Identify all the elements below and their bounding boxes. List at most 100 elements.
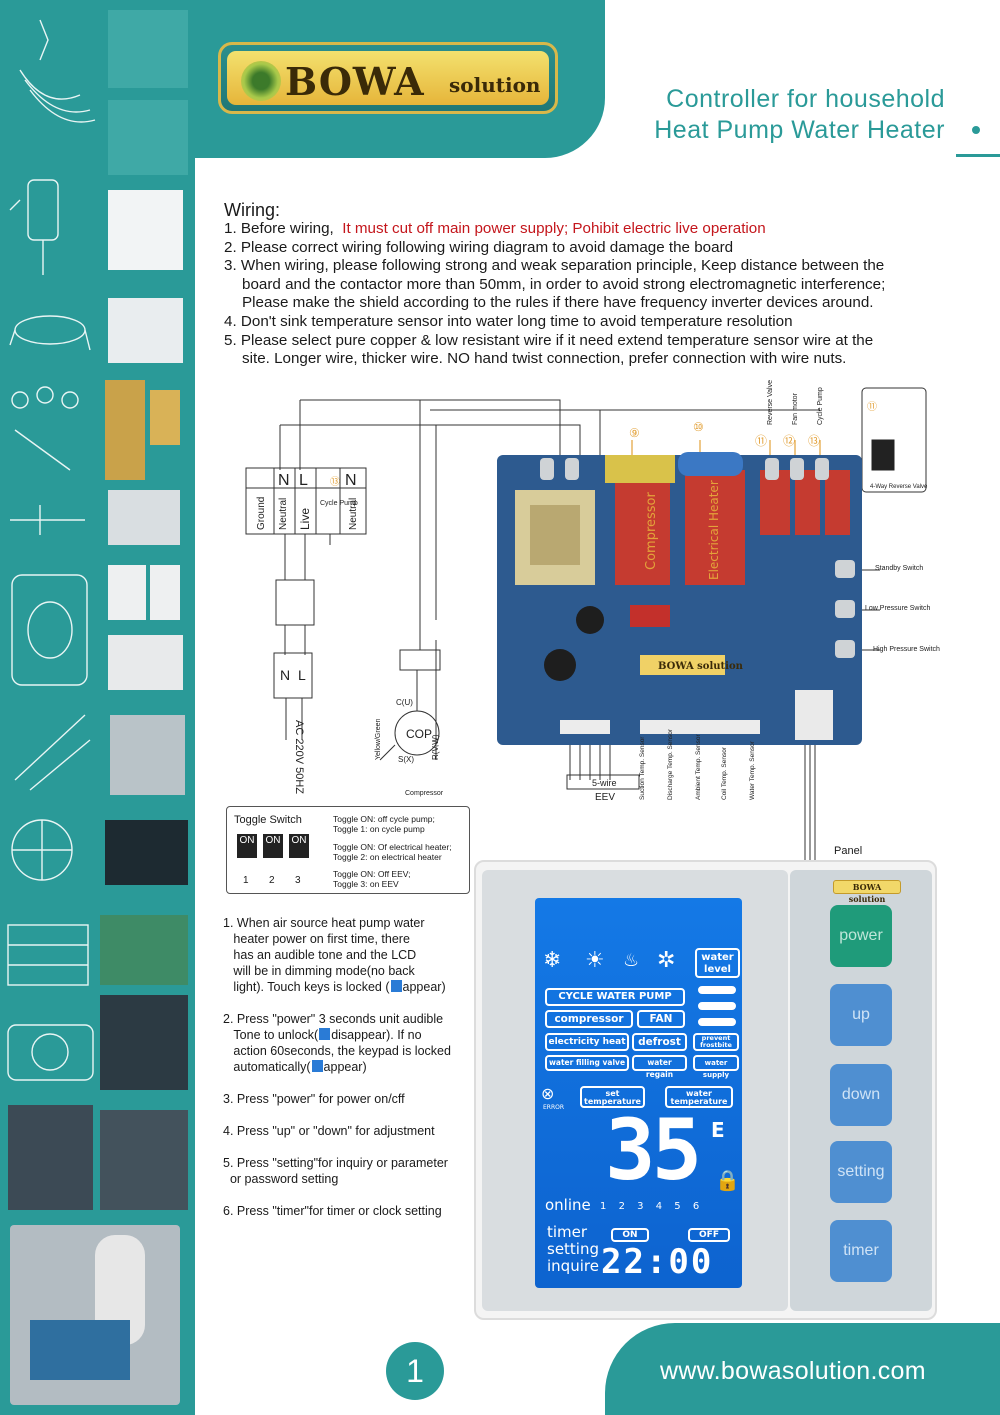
board-logo: BOWA solution bbox=[658, 661, 744, 672]
svg-text:Cycle Pump: Cycle Pump bbox=[817, 387, 824, 425]
sun-icon: ☀ bbox=[585, 948, 605, 973]
snowflake-icon: ❄ bbox=[543, 948, 562, 973]
wiring-item: 2. Please correct wiring following wirin… bbox=[224, 238, 734, 256]
temperature-value: 35 bbox=[605, 1101, 702, 1199]
up-key[interactable]: up bbox=[830, 984, 892, 1046]
svg-text:Neutral: Neutral bbox=[348, 498, 359, 530]
svg-text:⑬: ⑬ bbox=[330, 476, 340, 488]
compressor-indicator: compressor bbox=[545, 1010, 633, 1028]
clock-display: 22:00 bbox=[601, 1242, 714, 1282]
water-filling-valve-indicator: water filling valve bbox=[545, 1055, 629, 1071]
lcd-display: ❄ ☀ ♨ ✲ water level CYCLE WATER PUMP com… bbox=[535, 898, 742, 1288]
error-icon: ⊗ bbox=[541, 1084, 555, 1103]
wiring-item: 5. Please select pure copper & low resis… bbox=[224, 331, 874, 349]
bowa-logo: BOWA solution bbox=[218, 42, 558, 114]
svg-text:⑨: ⑨ bbox=[629, 426, 640, 440]
logo-main-text: BOWA bbox=[285, 59, 425, 104]
water-level-bar bbox=[698, 1002, 736, 1010]
panel-logo: BOWA solution bbox=[833, 880, 901, 904]
timer-on-indicator: ON bbox=[611, 1228, 649, 1242]
svg-text:Neutral: Neutral bbox=[278, 498, 289, 530]
cop-label: COP bbox=[406, 727, 432, 741]
water-level-label: water level bbox=[695, 948, 740, 978]
panel-label: Panel bbox=[834, 845, 863, 857]
svg-text:R(V,W): R(V,W) bbox=[431, 734, 440, 760]
svg-text:N: N bbox=[345, 472, 357, 489]
svg-text:Ground: Ground bbox=[256, 497, 267, 530]
svg-text:5-wire: 5-wire bbox=[592, 778, 617, 788]
footer-band bbox=[605, 1323, 1000, 1415]
title-dot bbox=[972, 126, 980, 134]
toggle-switch-2: ON bbox=[263, 834, 283, 858]
water-level-bar bbox=[698, 986, 736, 994]
logo-sub-text: solution bbox=[449, 73, 541, 97]
water-regain-indicator: water regain bbox=[632, 1055, 687, 1079]
wiring-item: 1. Before wiring, It must cut off main p… bbox=[224, 220, 766, 237]
supply-label: AC 220V 50HZ bbox=[293, 720, 305, 794]
toggle-switch-3: ON bbox=[289, 834, 309, 858]
timer-off-indicator: OFF bbox=[688, 1228, 730, 1242]
svg-text:⑫: ⑫ bbox=[783, 434, 795, 448]
svg-text:Low Pressure Switch: Low Pressure Switch bbox=[865, 605, 930, 612]
svg-text:⑬: ⑬ bbox=[808, 434, 820, 448]
svg-text:Coil Temp. Sensor: Coil Temp. Sensor bbox=[721, 746, 728, 800]
electricity-heat-indicator: electricity heat bbox=[545, 1033, 629, 1051]
power-key[interactable]: power bbox=[830, 905, 892, 967]
defrost-indicator: defrost bbox=[632, 1033, 687, 1051]
svg-text:Suction Temp. Sensor: Suction Temp. Sensor bbox=[639, 736, 646, 800]
timer-labels: timer setting inquire bbox=[547, 1223, 600, 1275]
svg-text:High Pressure Switch: High Pressure Switch bbox=[873, 646, 940, 653]
lock-icon: 🔒 bbox=[715, 1168, 740, 1192]
wiring-heading: Wiring: bbox=[224, 200, 281, 220]
operation-instructions: 1. When air source heat pump water heate… bbox=[223, 916, 451, 1218]
lock-icon bbox=[319, 1028, 331, 1040]
wiring-item: 3. When wiring, please following strong … bbox=[224, 257, 885, 275]
wiring-notes: Wiring: 1. Before wiring, It must cut of… bbox=[224, 200, 984, 369]
water-level-bar bbox=[698, 1018, 736, 1026]
wiring-item: 4. Don't sink temperature sensor into wa… bbox=[224, 312, 793, 330]
board-compressor-label: Compressor bbox=[644, 491, 659, 570]
lock-icon bbox=[311, 1060, 323, 1072]
online-label: online bbox=[545, 1196, 591, 1214]
product-thumbnails bbox=[7, 10, 188, 1405]
water-tank-icon: ♨ bbox=[623, 950, 640, 971]
online-numbers: 1 2 3 4 5 6 bbox=[600, 1201, 700, 1212]
svg-text:Ambient Temp. Sensor: Ambient Temp. Sensor bbox=[695, 734, 702, 800]
water-supply-indicator: water supply bbox=[693, 1055, 739, 1079]
svg-text:L: L bbox=[299, 472, 308, 489]
down-key[interactable]: down bbox=[830, 1064, 892, 1126]
svg-text:Reverse Valve: Reverse Valve bbox=[767, 380, 774, 425]
svg-text:S(X): S(X) bbox=[398, 755, 414, 764]
board-heater-label: Electrical Heater bbox=[707, 480, 721, 580]
cycle-water-pump-indicator: CYCLE WATER PUMP bbox=[545, 988, 685, 1006]
product-sidebar bbox=[0, 0, 195, 1415]
prevent-frostbite-indicator: prevent frostbite bbox=[693, 1033, 739, 1051]
compressor-caption: Compressor bbox=[405, 790, 444, 797]
website-url: www.bowasolution.com bbox=[660, 1357, 926, 1385]
page-title: Controller for household Heat Pump Water… bbox=[654, 85, 945, 144]
svg-text:Water Temp. Sensor: Water Temp. Sensor bbox=[749, 740, 756, 800]
fan-icon: ✲ bbox=[657, 948, 676, 973]
toggle-switch-legend: Toggle Switch ON ON ON 1 2 3 Toggle ON: … bbox=[226, 806, 470, 894]
svg-text:L: L bbox=[298, 667, 306, 683]
svg-text:Standby Switch: Standby Switch bbox=[875, 565, 923, 572]
page-number: 1 bbox=[386, 1342, 444, 1400]
warning-text: It must cut off main power supply; Pohib… bbox=[342, 220, 766, 237]
svg-text:4-Way Reverse Valve: 4-Way Reverse Valve bbox=[870, 484, 928, 490]
svg-text:N: N bbox=[280, 667, 290, 683]
svg-text:N: N bbox=[278, 472, 290, 489]
svg-text:⑪: ⑪ bbox=[755, 434, 767, 448]
timer-key[interactable]: timer bbox=[830, 1220, 892, 1282]
logo-emblem-icon bbox=[241, 61, 281, 101]
setting-key[interactable]: setting bbox=[830, 1141, 892, 1203]
svg-text:EEV: EEV bbox=[595, 792, 615, 803]
svg-text:⑩: ⑩ bbox=[693, 420, 704, 434]
toggle-switch-1: ON bbox=[237, 834, 257, 858]
svg-text:⑪: ⑪ bbox=[867, 401, 877, 413]
svg-text:Live: Live bbox=[298, 508, 312, 530]
water-temperature-indicator: water temperature bbox=[665, 1086, 733, 1108]
svg-text:C(U): C(U) bbox=[396, 698, 413, 707]
svg-text:Cycle Pump: Cycle Pump bbox=[320, 500, 358, 507]
title-rule bbox=[956, 154, 1000, 157]
